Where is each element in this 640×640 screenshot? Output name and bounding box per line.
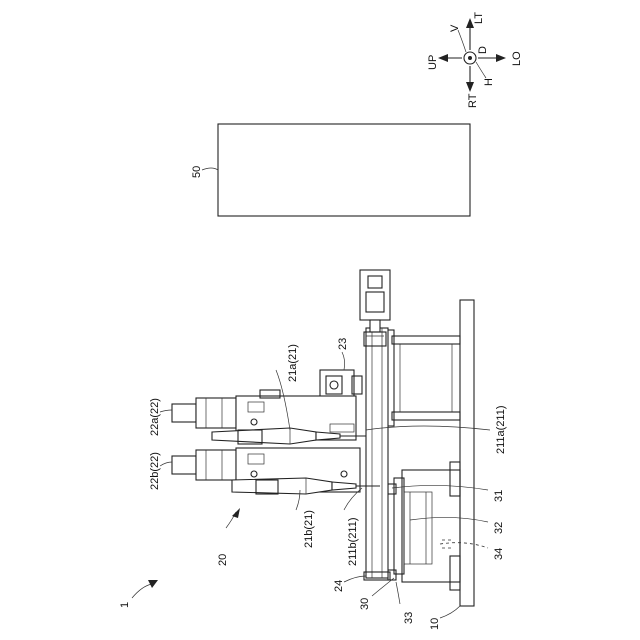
label-21b: 21b(21): [303, 510, 315, 548]
dispenser-21b: [172, 448, 380, 494]
key-label-d: D: [477, 46, 489, 54]
label-32: 32: [493, 522, 505, 534]
label-33: 33: [403, 612, 415, 624]
label-24: 24: [333, 580, 345, 592]
key-label-rt: RT: [467, 93, 479, 108]
support-frame: [386, 330, 460, 426]
label-20: 20: [217, 554, 229, 566]
arrow-down-icon: [466, 82, 474, 92]
label-211a: 211a(211): [495, 405, 507, 454]
label-21a: 21a(21): [287, 344, 299, 382]
label-31: 31: [493, 490, 505, 502]
box-50: 50: [191, 124, 470, 216]
arrow-right-icon: [496, 54, 506, 62]
label-1: 1: [119, 602, 131, 608]
label-34: 34: [493, 548, 505, 560]
label-50: 50: [191, 166, 203, 178]
direction-key: V LT UP D LO RT H: [427, 12, 523, 108]
base-plate-10: 10: [429, 300, 474, 630]
key-label-h: H: [483, 78, 495, 86]
key-label-lt: LT: [473, 12, 485, 24]
label-10: 10: [429, 618, 441, 630]
block-23: 23: [320, 338, 362, 400]
label-23: 23: [337, 338, 349, 350]
label-22b: 22b(22): [149, 452, 161, 490]
label-211b: 211b(211): [347, 517, 359, 566]
label-22a: 22a(22): [149, 398, 161, 436]
arrow-left-icon: [438, 54, 448, 62]
rail-24: [364, 328, 390, 580]
key-label-up: UP: [427, 55, 439, 70]
label-30: 30: [359, 598, 371, 610]
dispenser-21a: [172, 390, 366, 444]
key-label-v: V: [449, 24, 461, 32]
arrow-1-icon: [148, 580, 158, 588]
key-label-lo: LO: [511, 51, 523, 66]
stage-30: [388, 462, 460, 590]
